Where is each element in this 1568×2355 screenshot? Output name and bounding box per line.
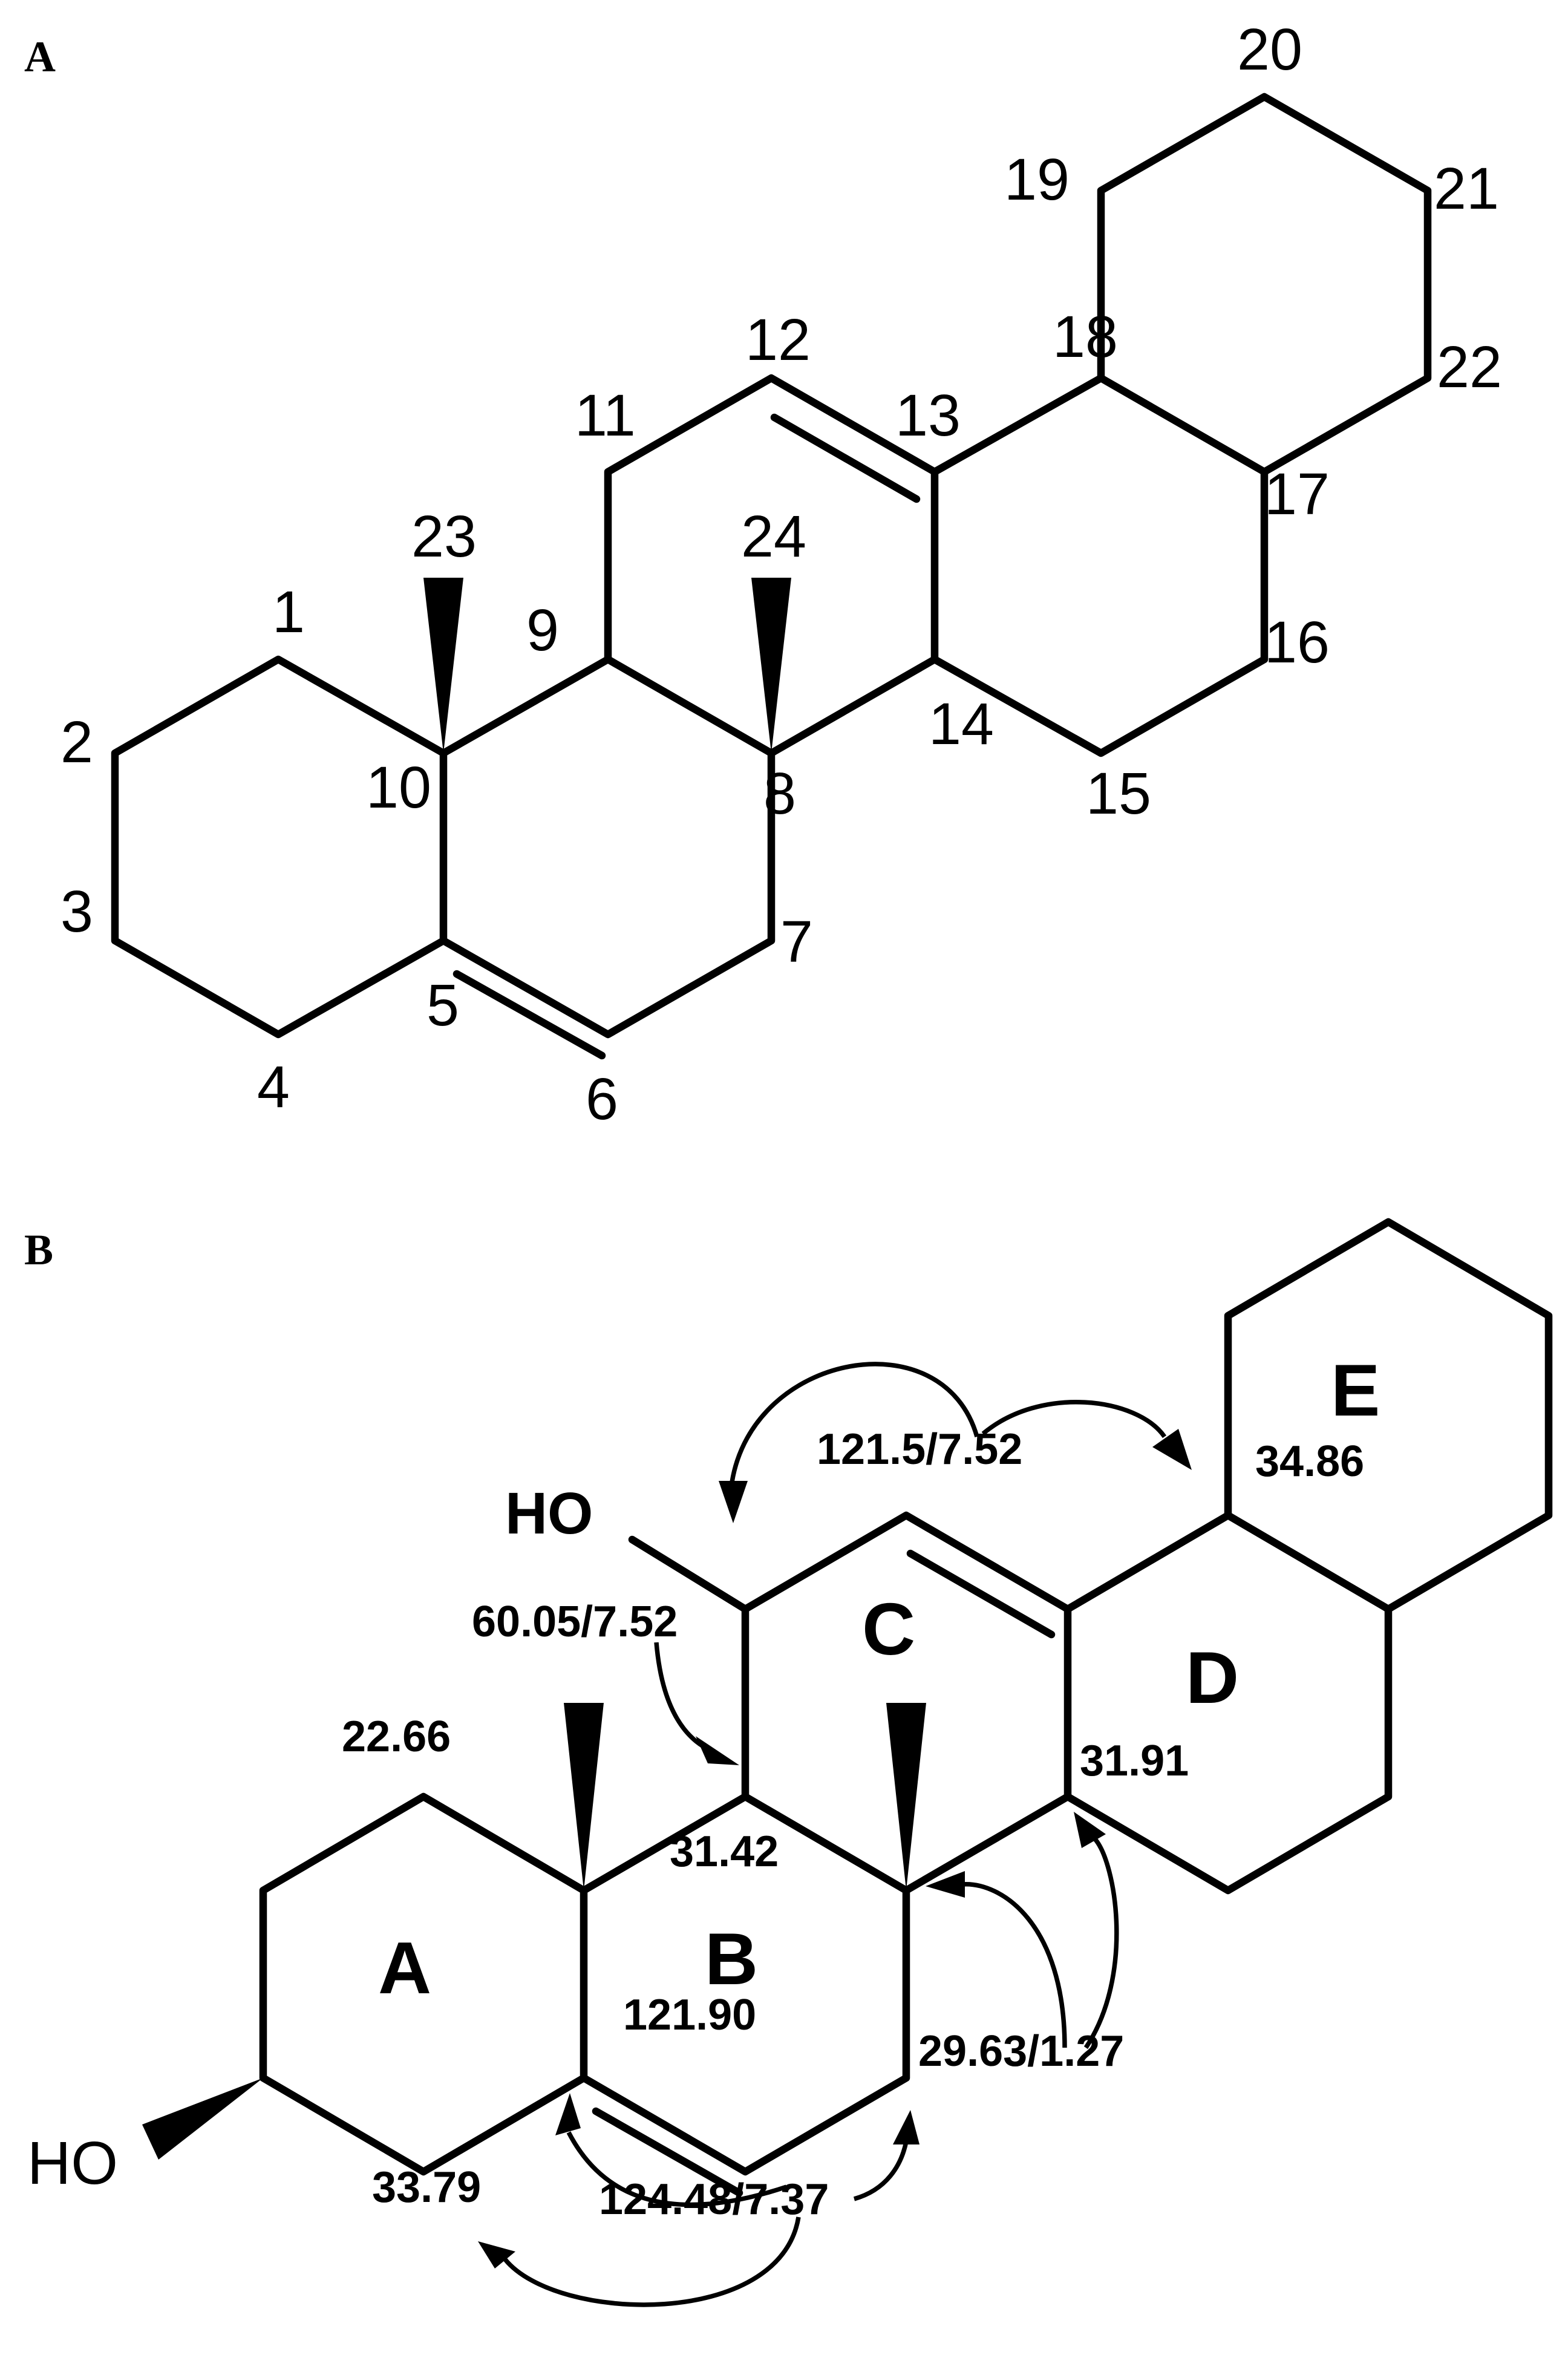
shift-c6: 124.48/7.37	[599, 2175, 829, 2224]
carbon-label-18: 18	[1053, 304, 1118, 370]
ring-c-bonds	[604, 374, 939, 757]
ring-label-e: E	[1331, 1349, 1380, 1431]
carbon-label-10: 10	[366, 754, 431, 820]
methyl-wedge-c10-b	[564, 1703, 604, 1890]
methyl-23-wedge	[423, 578, 463, 753]
hydroxyl-label-c11: HO	[505, 1480, 593, 1546]
carbon-label-14: 14	[929, 691, 994, 757]
carbon-label-2: 2	[60, 709, 93, 775]
carbon-label-12: 12	[745, 307, 811, 373]
correlation-arrow-to-c9	[654, 1642, 708, 1751]
carbon-label-5: 5	[426, 972, 459, 1038]
shift-c9: 31.42	[670, 1827, 779, 1876]
shift-c1: 22.66	[342, 1713, 451, 1761]
carbon-label-7: 7	[780, 909, 813, 975]
correlation-arrow-to-c4	[503, 2216, 801, 2307]
ring-label-d: D	[1186, 1636, 1239, 1719]
hmbc-correlation-arrows	[478, 1362, 1192, 2307]
carbon-label-21: 21	[1434, 155, 1499, 221]
double-bond-12-13	[770, 413, 921, 503]
shift-c14: 31.91	[1080, 1737, 1189, 1785]
arrowhead-c18	[1152, 1429, 1192, 1470]
carbon-label-20: 20	[1237, 16, 1302, 82]
panel-a-label: A	[24, 33, 56, 81]
methyl-24-wedge	[751, 578, 791, 753]
carbon-label-3: 3	[60, 878, 93, 944]
ring-e-bonds	[1097, 93, 1432, 476]
ring-d-bonds-b	[1063, 1511, 1393, 1895]
carbon-label-16: 16	[1264, 609, 1330, 675]
carbon-label-17: 17	[1264, 461, 1330, 527]
carbon-label-4: 4	[257, 1054, 290, 1120]
hydroxyl-label-c3: HO	[27, 2129, 118, 2197]
carbon-label-15: 15	[1086, 760, 1151, 826]
arrowhead-c9	[696, 1736, 739, 1765]
carbon-label-9: 9	[526, 597, 559, 663]
double-bond-5-6-b	[592, 2107, 743, 2197]
shift-c4: 33.79	[372, 2163, 481, 2212]
arrowhead-c7	[893, 2110, 920, 2144]
shift-c5: 121.90	[623, 1991, 756, 2039]
arrowhead-c14	[1074, 1812, 1106, 1848]
shift-c18: 34.86	[1255, 1437, 1364, 1486]
shift-c11: 60.05/7.52	[472, 1598, 678, 1646]
correlation-arrow-to-c5	[566, 2131, 788, 2207]
carbon-label-11: 11	[575, 382, 636, 448]
ring-label-c: C	[862, 1588, 915, 1670]
shift-c12: 121.5/7.52	[817, 1425, 1022, 1474]
carbon-label-1: 1	[272, 579, 305, 645]
correlation-arrow-to-c14	[1083, 1837, 1119, 2050]
double-bond-5-6	[452, 970, 606, 1060]
ring-b-bonds	[439, 655, 776, 1039]
correlation-arrow-to-c8	[961, 1882, 1067, 2048]
arrowhead-c4	[478, 2241, 515, 2268]
chemical-shift-labels: 121.5/7.52 34.86 60.05/7.52 31.91 22.66 …	[342, 1425, 1364, 2224]
correlation-arrow-to-c7	[853, 2141, 909, 2201]
ring-label-b: B	[705, 1918, 758, 2000]
panel-b-label: B	[24, 1226, 53, 1274]
carbon-label-22: 22	[1437, 334, 1502, 400]
hydroxyl-wedge-c3	[142, 2078, 263, 2160]
hydroxyl-bond-c11	[628, 1535, 750, 1613]
ring-d-bonds	[930, 374, 1269, 757]
carbon-number-labels: 1 2 3 4 5 6 7 8 9 10 11 12 13 14 15 16 1…	[60, 16, 1502, 1132]
carbon-label-19: 19	[1004, 146, 1070, 212]
ring-labels: A B C D E	[378, 1349, 1380, 2009]
correlation-arrow-to-c11	[730, 1362, 979, 1483]
arrowhead-c8	[926, 1871, 965, 1898]
carbon-label-24: 24	[741, 503, 806, 569]
correlation-arrow-to-c18	[981, 1399, 1167, 1439]
ring-b-bonds-b	[580, 1792, 910, 2176]
double-bond-12-13-b	[906, 1549, 1056, 1639]
carbon-label-6: 6	[586, 1066, 618, 1132]
ring-label-a: A	[378, 1927, 431, 2009]
arrowhead-c5	[555, 2093, 581, 2135]
methyl-wedge-c8-b	[886, 1703, 926, 1890]
carbon-label-8: 8	[763, 760, 796, 826]
skeleton-structure-b	[142, 1218, 1553, 2197]
shift-c7: 29.63/1.27	[918, 2027, 1124, 2076]
ring-e-bonds-b	[1224, 1218, 1553, 1613]
ring-a-bonds	[111, 655, 448, 1039]
skeleton-structure-a	[111, 93, 1432, 1060]
carbon-label-13: 13	[895, 382, 961, 448]
ring-c-bonds-b	[741, 1511, 1072, 1895]
carbon-label-23: 23	[411, 503, 477, 569]
arrowhead-c11	[719, 1481, 748, 1523]
